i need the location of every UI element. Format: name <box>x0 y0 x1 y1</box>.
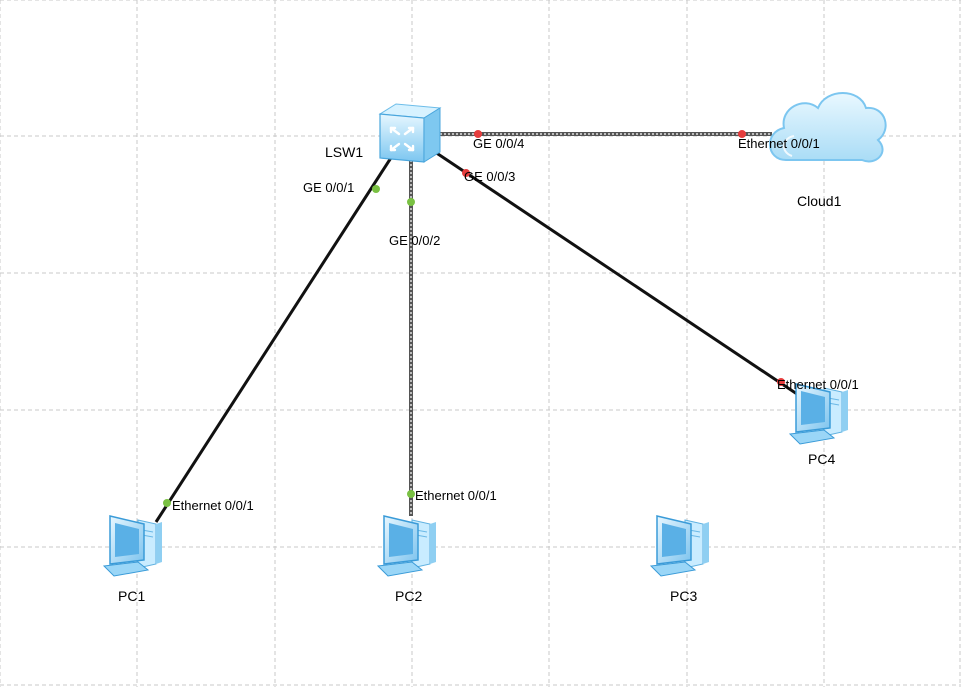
device-pc1[interactable]: PC1 <box>103 515 163 604</box>
pc-icon <box>650 515 710 577</box>
port-label-sw-pc1-pc: Ethernet 0/0/1 <box>172 498 254 513</box>
port-dot-sw-pc2-pc <box>407 490 415 498</box>
port-label-sw-pc2-pc: Ethernet 0/0/1 <box>415 488 497 503</box>
switch-icon <box>378 103 442 163</box>
device-pc3[interactable]: PC3 <box>650 515 710 604</box>
device-pc2[interactable]: PC2 <box>377 515 437 604</box>
port-status-indicators <box>163 130 785 507</box>
pc-icon <box>103 515 163 577</box>
pc-icon <box>377 515 437 577</box>
device-label-pc1: PC1 <box>118 588 145 604</box>
port-label-sw-pc4-switch: GE 0/0/3 <box>464 169 515 184</box>
device-label-switch: LSW1 <box>325 144 363 160</box>
port-dot-sw-pc4-switch <box>462 169 470 177</box>
port-label-sw-cloud-cloud: Ethernet 0/0/1 <box>738 136 820 151</box>
port-label-sw-pc4-pc: Ethernet 0/0/1 <box>777 377 859 392</box>
device-label-pc2: PC2 <box>395 588 422 604</box>
device-switch[interactable]: LSW1 <box>325 103 442 163</box>
device-label-cloud: Cloud1 <box>797 193 842 209</box>
device-label-pc4: PC4 <box>808 451 835 467</box>
port-dot-sw-cloud-cloud <box>738 130 746 138</box>
cloud-icon <box>769 92 887 163</box>
port-dot-sw-pc1-switch <box>372 185 380 193</box>
port-labels: GE 0/0/1 Ethernet 0/0/1 GE 0/0/2 Etherne… <box>172 136 859 513</box>
port-dot-sw-cloud-switch <box>474 130 482 138</box>
device-label-pc3: PC3 <box>670 588 697 604</box>
links <box>154 132 801 523</box>
link-sw-pc4[interactable] <box>431 148 801 398</box>
link-sw-pc1[interactable] <box>154 149 398 523</box>
port-dot-sw-pc4-pc <box>777 378 785 386</box>
port-label-sw-pc1-switch: GE 0/0/1 <box>303 180 354 195</box>
pc-icon <box>789 383 849 445</box>
port-label-sw-pc2-switch: GE 0/0/2 <box>389 233 440 248</box>
port-label-sw-cloud-switch: GE 0/0/4 <box>473 136 524 151</box>
device-cloud[interactable]: Cloud1 <box>769 92 887 209</box>
port-dot-sw-pc1-pc <box>163 499 171 507</box>
port-dot-sw-pc2-switch <box>407 198 415 206</box>
device-pc4[interactable]: PC4 <box>789 383 849 467</box>
